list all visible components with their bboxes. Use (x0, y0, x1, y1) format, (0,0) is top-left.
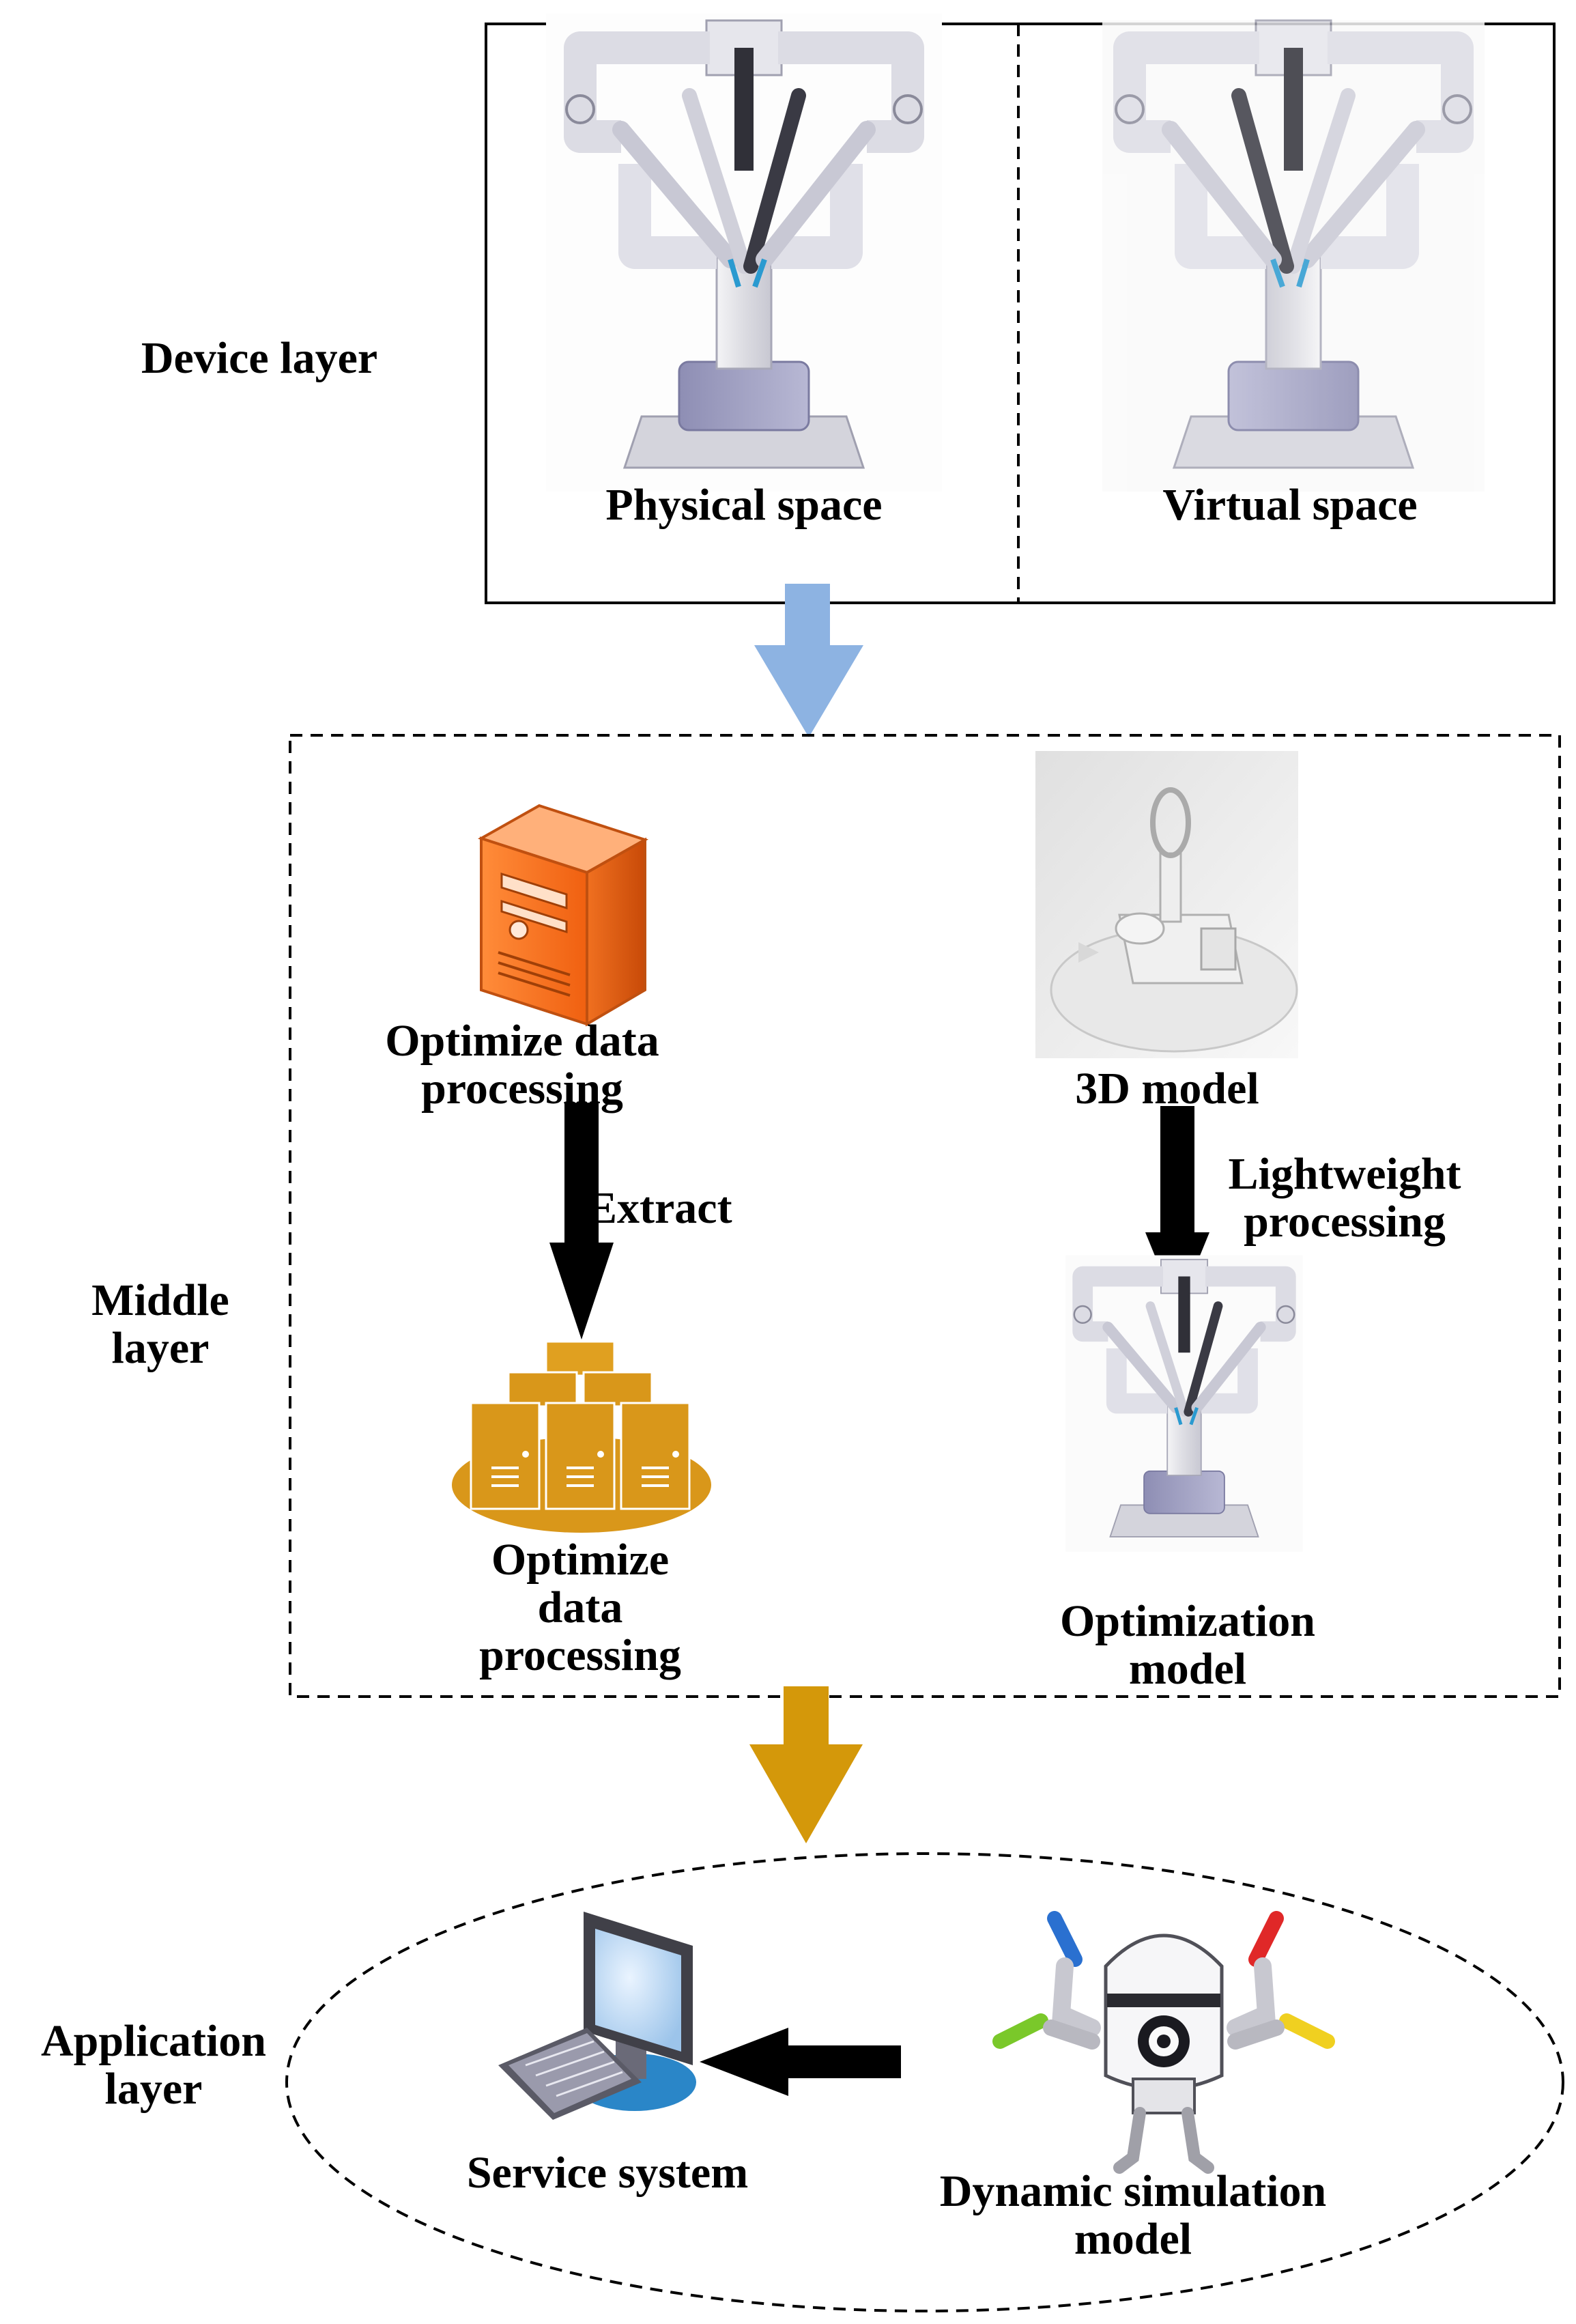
optimization-robot-image (1065, 1256, 1302, 1552)
server-label: Optimize data processing (345, 1017, 700, 1113)
cluster-label: Optimize data processing (423, 1536, 737, 1680)
server-cluster-icon (452, 1340, 711, 1533)
middle-layer-title-line1: Middle (91, 1275, 229, 1325)
lightweight-label-line2: processing (1244, 1197, 1446, 1247)
cluster-label-line2: data (537, 1583, 623, 1632)
dynamic-simulation-label-line1: Dynamic simulation (939, 2166, 1327, 2216)
device-layer-title: Device layer (141, 333, 378, 383)
service-arrow (700, 2028, 901, 2096)
3d-model-image (1035, 751, 1298, 1058)
device-to-middle-arrow (754, 584, 863, 737)
computer-workstation-icon (498, 1912, 696, 2120)
cluster-label-line3: processing (479, 1630, 681, 1680)
server-label-line1: Optimize data (385, 1016, 659, 1066)
virtual-robot-image (1102, 20, 1485, 492)
physical-robot-image (546, 14, 942, 492)
extract-label: Extract (587, 1183, 732, 1233)
application-layer-title: Application layer (14, 2017, 293, 2113)
application-layer-title-line1: Application (40, 2016, 267, 2066)
humanoid-robot-icon (992, 1911, 1335, 2174)
device-layer-frame (485, 23, 1556, 604)
model3d-label: 3D model (1075, 1064, 1259, 1114)
server-tower-icon (478, 804, 648, 1027)
virtual-space-label: Virtual space (1162, 480, 1418, 530)
application-layer-title-line2: layer (104, 2064, 203, 2114)
optimization-label-line2: model (1128, 1644, 1247, 1694)
lightweight-label: Lightweight processing (1188, 1150, 1502, 1246)
application-layer-frame (285, 1852, 1564, 2312)
lightweight-label-line1: Lightweight (1228, 1149, 1461, 1199)
middle-to-application-arrow (749, 1686, 863, 1843)
extract-arrow (549, 1103, 614, 1340)
dynamic-simulation-label-line2: model (1074, 2214, 1192, 2264)
server-label-line2: processing (421, 1064, 623, 1114)
cluster-label-line1: Optimize (491, 1535, 670, 1585)
physical-space-label: Physical space (605, 480, 883, 530)
middle-layer-frame (289, 734, 1561, 1698)
optimization-label: Optimization model (1037, 1598, 1338, 1693)
middle-layer-title-line2: layer (111, 1323, 210, 1373)
optimization-label-line1: Optimization (1060, 1596, 1315, 1646)
service-system-label: Service system (466, 2148, 749, 2198)
middle-layer-title: Middle layer (68, 1277, 253, 1372)
dynamic-simulation-label: Dynamic simulation model (887, 2168, 1379, 2263)
